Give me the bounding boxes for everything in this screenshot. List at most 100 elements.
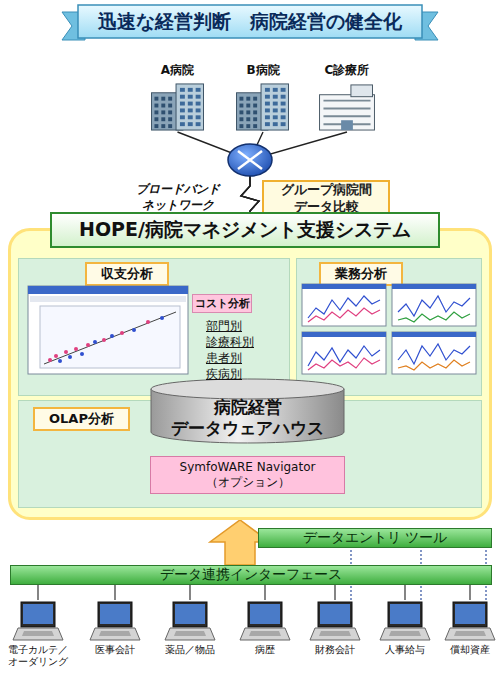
node-text: データ連携インターフェース — [160, 566, 342, 584]
data-link — [114, 585, 115, 600]
window — [239, 124, 243, 128]
laptop-screen — [388, 602, 422, 627]
analysis-panel: 収支分析コスト分析 — [18, 258, 290, 396]
window — [253, 117, 257, 121]
node-text: C診療所 — [325, 62, 370, 79]
window — [154, 117, 158, 121]
source-system: 電子カルテ／ オーダリング — [4, 600, 72, 673]
window — [195, 108, 200, 112]
laptop-keys — [249, 631, 281, 636]
source-system: 償却資産 — [436, 600, 500, 673]
dot — [132, 328, 136, 332]
router-symbol — [228, 144, 272, 176]
window — [281, 122, 286, 126]
window-toolbar — [30, 296, 186, 302]
router-mark — [238, 151, 262, 169]
node-text: A病院 — [161, 62, 194, 79]
door — [341, 120, 353, 130]
window — [195, 115, 200, 119]
laptop-keys — [454, 631, 486, 636]
window — [179, 115, 184, 119]
dot — [93, 340, 97, 344]
connector — [405, 585, 406, 600]
dot — [68, 355, 72, 359]
router-mark — [238, 151, 262, 169]
data-link — [264, 585, 265, 600]
window — [253, 110, 257, 114]
chart-area — [40, 306, 180, 368]
window — [161, 97, 165, 101]
laptop-display — [100, 604, 130, 624]
source-system: 病歴 — [231, 600, 299, 673]
window — [246, 97, 250, 101]
window — [265, 108, 270, 112]
node-text: 薬品／物品 — [165, 644, 215, 656]
window — [281, 95, 286, 99]
building-tower — [176, 84, 203, 130]
window — [187, 102, 192, 106]
laptop-icon — [12, 600, 64, 644]
laptop-keys — [22, 631, 54, 636]
window — [253, 97, 257, 101]
option-box: SymfoWARE Navigator （オプション） — [150, 456, 345, 494]
connector — [470, 585, 471, 600]
connector — [265, 585, 266, 600]
window — [187, 88, 192, 92]
laptop-base — [380, 628, 430, 640]
window — [154, 97, 158, 101]
dot — [80, 352, 84, 356]
chart-screenshots — [302, 284, 476, 374]
window — [273, 102, 278, 106]
laptop-screen — [453, 602, 487, 627]
window — [187, 115, 192, 119]
window-frame — [28, 286, 188, 374]
chart-line — [308, 346, 380, 366]
window-frame — [392, 332, 476, 374]
window — [273, 122, 278, 126]
window — [195, 95, 200, 99]
chart-line — [308, 296, 380, 318]
cylinder-top — [151, 379, 344, 399]
panel-heading: 収支分析 — [85, 262, 169, 286]
cylinder-body — [151, 389, 344, 443]
router-body — [228, 144, 272, 176]
window-titlebar — [28, 286, 188, 294]
dot — [74, 347, 78, 351]
window — [246, 110, 250, 114]
laptop-screen — [98, 602, 132, 627]
window — [281, 108, 286, 112]
source-system: 薬品／物品 — [156, 600, 224, 673]
dot — [58, 359, 62, 363]
node-text: 医事会計 — [95, 644, 135, 656]
dot — [102, 338, 106, 342]
building-tower — [261, 84, 288, 130]
clinic-body — [320, 95, 375, 130]
window — [265, 122, 270, 126]
window — [179, 95, 184, 99]
window — [154, 110, 158, 114]
clinic-node: C診療所 — [312, 62, 382, 132]
scatter-screenshot — [28, 286, 188, 374]
window — [265, 95, 270, 99]
trend-line — [44, 312, 176, 364]
node-text: 病院経営 データウェアハウス — [155, 397, 340, 440]
network-label: ブロードバンド ネットワーク — [128, 182, 228, 213]
node-text: コスト分析 — [195, 296, 250, 311]
laptop-display — [320, 604, 350, 624]
chart-line — [398, 296, 470, 316]
laptop-display — [23, 604, 53, 624]
window — [195, 102, 200, 106]
warehouse-cylinder: 病院経営 データウェアハウス — [150, 378, 345, 444]
window — [239, 110, 243, 114]
window — [161, 124, 165, 128]
connector — [115, 585, 116, 600]
analysis-panel: 業務分析 — [296, 258, 482, 396]
window — [246, 124, 250, 128]
laptop-keys — [174, 631, 206, 636]
chart-line — [308, 358, 380, 370]
window — [273, 88, 278, 92]
window — [281, 102, 286, 106]
laptop-keys — [319, 631, 351, 636]
window — [273, 115, 278, 119]
